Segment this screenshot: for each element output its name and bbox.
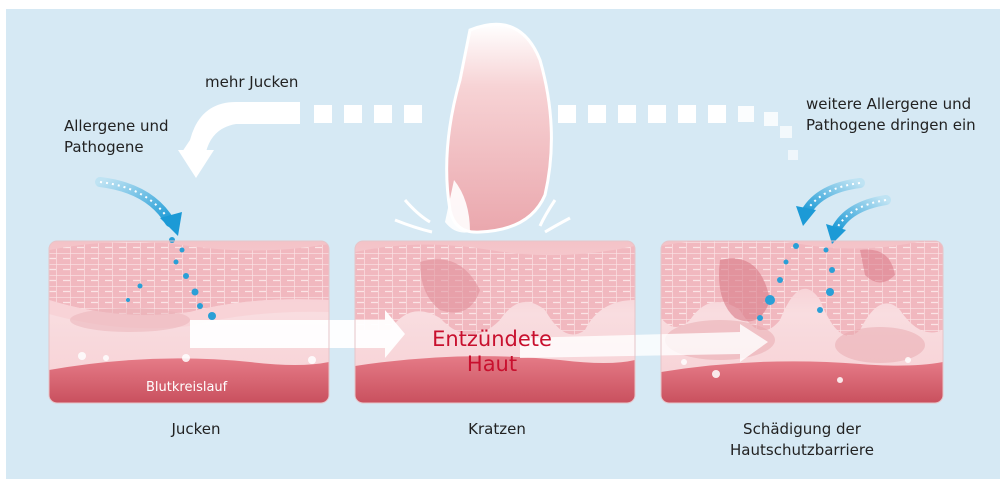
label-allergens-line1: Allergene und — [64, 116, 169, 137]
label-bloodstream: Blutkreislauf — [146, 377, 227, 398]
caption-barrier-damage-line1: Schädigung der — [743, 419, 861, 440]
label-more-allergens-line2: Pathogene dringen ein — [806, 115, 976, 136]
skin-panel-barrier-damage — [661, 236, 943, 403]
label-allergens-line2: Pathogene — [64, 137, 144, 158]
label-inflamed-skin-line1: Entzündete — [432, 327, 552, 352]
caption-barrier-damage-line2: Hautschutzbarriere — [730, 440, 874, 461]
label-inflamed-skin-line2: Haut — [467, 352, 517, 377]
label-more-allergens-line1: weitere Allergene und — [806, 94, 971, 115]
caption-itching: Jucken — [171, 419, 220, 440]
skin-panel-scratching — [355, 241, 635, 403]
caption-scratching: Kratzen — [468, 419, 526, 440]
label-more-itching: mehr Jucken — [205, 72, 298, 93]
